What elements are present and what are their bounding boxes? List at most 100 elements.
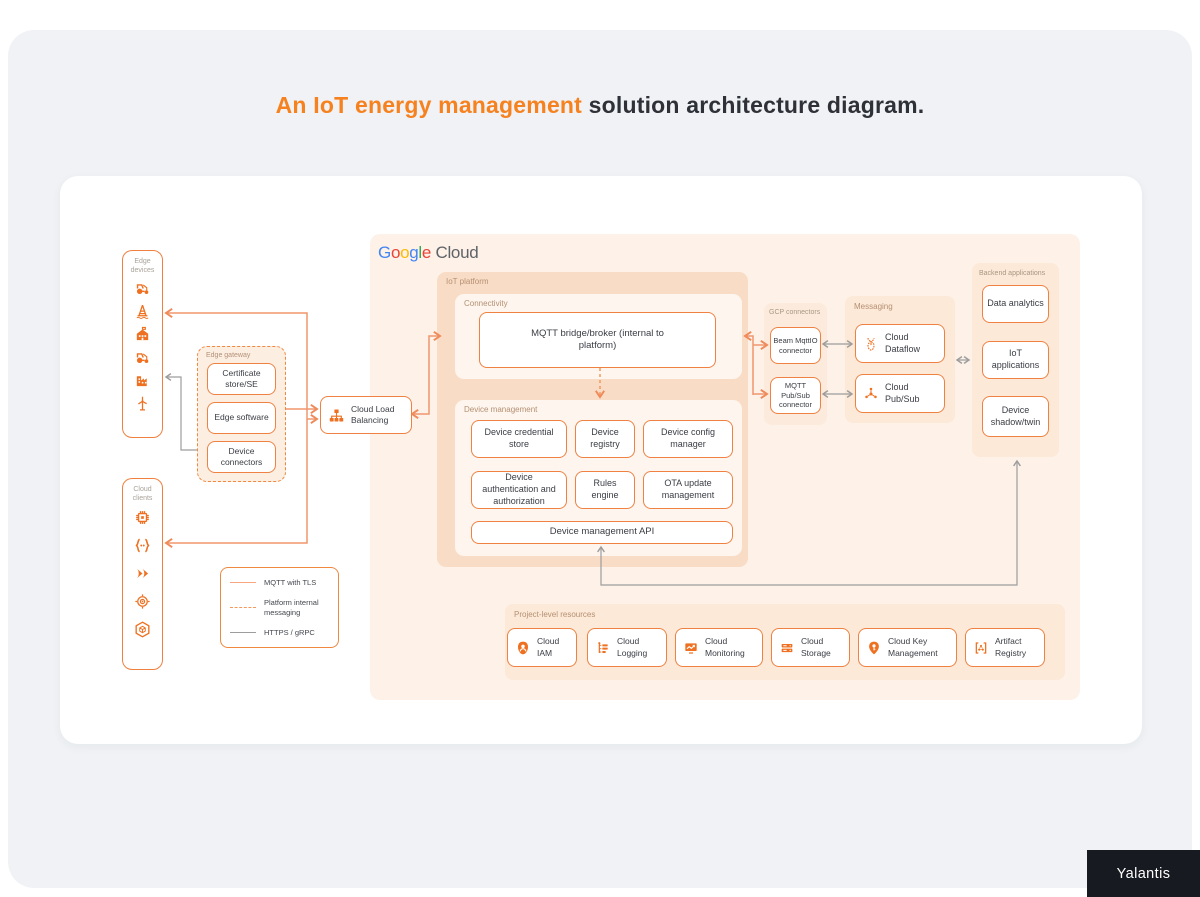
target-icon [133, 592, 152, 611]
node-label: Data analytics [987, 298, 1044, 309]
node-device-registry: Device registry [575, 420, 635, 458]
yalantis-logo-text: Yalantis [1116, 865, 1171, 882]
node-label: Cloud Storage [801, 636, 831, 658]
node-iot-applications: IoT applications [982, 341, 1049, 379]
node-cloud-logging: Cloud Logging [587, 628, 667, 667]
artifact-registry-icon [973, 640, 989, 656]
title-highlight: An IoT energy management [275, 92, 583, 118]
gray-line-sample [230, 631, 256, 633]
tractor-icon [134, 349, 151, 366]
legend-item-internal: Platform internal messaging [230, 598, 329, 617]
cloud-clients-icons [133, 508, 152, 639]
node-beam-mqttio-connector: Beam MqttIO connector [770, 327, 821, 364]
node-label: Cloud Pub/Sub [885, 381, 920, 404]
node-cloud-pubsub: Cloud Pub/Sub [855, 374, 945, 413]
node-label: Cloud Monitoring [705, 636, 745, 658]
node-ota-update: OTA update management [643, 471, 733, 509]
node-data-analytics: Data analytics [982, 285, 1049, 323]
node-device-auth: Device authentication and authorization [471, 471, 567, 509]
cloud-clients-label: Cloud clients [132, 486, 153, 503]
connectivity-label: Connectivity [464, 299, 508, 308]
node-label: Device shadow/twin [990, 404, 1041, 427]
node-label: Device credential store [484, 427, 554, 449]
node-label: Cloud Dataflow [885, 331, 921, 354]
chip-icon [133, 508, 152, 527]
legend-item-https: HTTPS / gRPC [230, 628, 329, 637]
edge-gateway-label: Edge gateway [206, 352, 251, 359]
node-label: Artifact Registry [995, 636, 1027, 658]
node-label: IoT applications [991, 348, 1040, 370]
node-edge-software: Edge software [207, 402, 276, 434]
dashed-orange-line-sample [230, 607, 256, 608]
node-cloud-iam: Cloud IAM [507, 628, 577, 667]
node-label: Certificate store/SE [222, 367, 261, 389]
google-logo-letter: e [421, 243, 432, 262]
solid-orange-line-sample [230, 582, 256, 584]
node-label: OTA update management [661, 478, 715, 500]
node-label: Cloud IAM [537, 636, 560, 658]
legend: MQTT with TLS Platform internal messagin… [220, 567, 339, 648]
node-label: Device connectors [220, 445, 263, 467]
google-cloud-logo: Google Cloud [378, 243, 479, 263]
google-logo-cloud: Cloud [431, 243, 479, 262]
factory-icon [134, 372, 151, 389]
node-label: Rules engine [591, 478, 619, 500]
node-label: MQTT bridge/broker (internal to platform… [531, 327, 664, 351]
storage-icon [779, 640, 795, 656]
edge-devices-label: Edge devices [130, 258, 155, 275]
google-logo-letter: o [390, 243, 401, 262]
node-cloud-load-balancing: Cloud Load Balancing [320, 396, 412, 434]
edge-devices-panel: Edge devices [122, 250, 163, 438]
pubsub-icon [863, 386, 879, 402]
node-label: Device authentication and authorization [482, 472, 556, 506]
node-device-config-manager: Device config manager [643, 420, 733, 458]
messaging-label: Messaging [854, 302, 893, 311]
node-rules-engine: Rules engine [575, 471, 635, 509]
node-label: Beam MqttIO connector [773, 336, 818, 355]
node-label: Device management API [549, 526, 655, 538]
tractor-icon [134, 280, 151, 297]
code-braces-icon [133, 536, 152, 555]
iam-icon [515, 640, 531, 656]
node-label: Cloud Key Management [888, 636, 938, 658]
node-label: Device registry [590, 427, 620, 449]
google-logo-letter: l [418, 243, 422, 262]
logging-icon [595, 640, 611, 656]
wind-turbine-icon [134, 395, 151, 412]
package-icon [133, 620, 152, 639]
legend-label: MQTT with TLS [264, 578, 317, 587]
node-cloud-key-management: Cloud Key Management [858, 628, 957, 667]
google-logo-letter: o [400, 243, 410, 262]
legend-label: Platform internal messaging [264, 598, 319, 617]
project-resources-label: Project-level resources [514, 610, 596, 619]
key-icon [866, 640, 882, 656]
dataflow-icon [863, 336, 879, 352]
monitoring-icon [683, 640, 699, 656]
fast-forward-icon [133, 564, 152, 583]
gcp-connectors-label: GCP connectors [769, 309, 821, 316]
google-logo-letter: G [378, 243, 391, 262]
node-mqtt-bridge-broker: MQTT bridge/broker (internal to platform… [479, 312, 716, 368]
node-certificate-store: Certificate store/SE [207, 363, 276, 395]
school-building-icon [134, 326, 151, 343]
node-device-credential-store: Device credential store [471, 420, 567, 458]
title-rest: solution architecture diagram. [582, 92, 925, 118]
load-balancer-icon [328, 407, 345, 424]
edge-devices-icons [134, 280, 151, 412]
node-label: Device config manager [660, 427, 716, 449]
node-label: Cloud Load Balancing [351, 403, 395, 425]
node-artifact-registry: Artifact Registry [965, 628, 1045, 667]
node-cloud-monitoring: Cloud Monitoring [675, 628, 763, 667]
legend-item-mqtt: MQTT with TLS [230, 578, 329, 587]
google-logo-letter: g [409, 243, 419, 262]
oil-rig-icon [134, 303, 151, 320]
legend-label: HTTPS / gRPC [264, 627, 315, 637]
page-title: An IoT energy management solution archit… [0, 92, 1200, 119]
backend-applications-label: Backend applications [979, 270, 1046, 277]
cloud-clients-panel: Cloud clients [122, 478, 163, 670]
iot-platform-label: IoT platform [446, 277, 489, 286]
device-management-label: Device management [464, 405, 538, 414]
node-label: MQTT Pub/Sub connector [779, 381, 812, 410]
node-label: Cloud Logging [617, 636, 648, 658]
